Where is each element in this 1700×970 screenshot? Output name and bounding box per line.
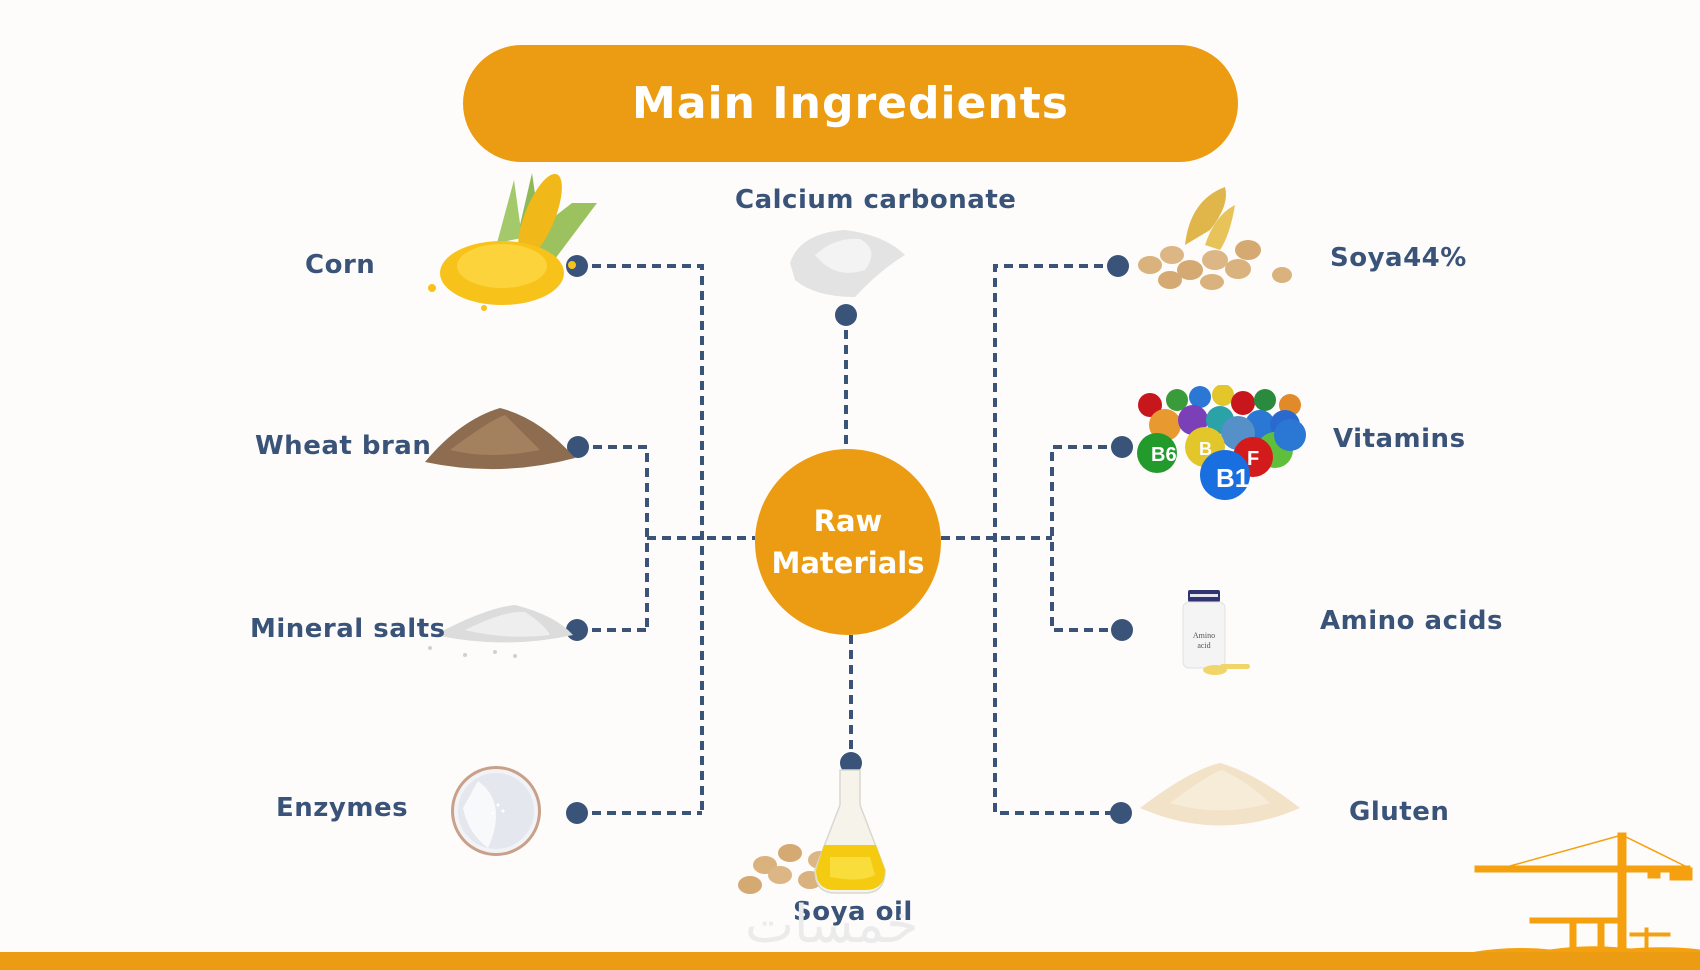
- center-line-1: Raw: [813, 504, 883, 538]
- crane-decoration: [1470, 832, 1700, 958]
- node-dot-wheat-bran: [567, 436, 589, 458]
- label-enzymes: Enzymes: [276, 793, 409, 823]
- enzymes-image: [451, 766, 541, 856]
- label-mineral-salts: Mineral salts: [250, 614, 446, 644]
- vitamin-letter-f: F: [1247, 448, 1259, 470]
- connector-wheat-bran: [578, 445, 649, 630]
- vitamin-letter-b: B: [1199, 439, 1212, 459]
- label-soya-oil: Soya oil: [793, 897, 913, 927]
- bottom-accent-bar: [0, 952, 1700, 970]
- label-gluten: Gluten: [1349, 797, 1450, 827]
- label-vitamins: Vitamins: [1333, 424, 1466, 454]
- node-dot-enzymes: [566, 802, 588, 824]
- corn-image: [428, 173, 597, 311]
- connector-corn: [577, 264, 704, 813]
- soya-oil-image: [738, 769, 886, 894]
- connector-soya44: [993, 264, 1121, 815]
- label-corn: Corn: [305, 250, 376, 280]
- node-dot-gluten: [1110, 802, 1132, 824]
- bottle-label-line1: Amino: [1193, 631, 1215, 640]
- connector-vitamins: [1050, 445, 1122, 632]
- soya44-image: [1138, 187, 1292, 290]
- label-calcium-carbonate: Calcium carbonate: [735, 185, 1017, 215]
- watermark-logo: خمسات: [745, 895, 919, 955]
- label-wheat-bran: Wheat bran: [255, 431, 432, 461]
- title-banner: Main Ingredients: [463, 45, 1238, 162]
- bottle-label-line2: acid: [1197, 641, 1210, 650]
- node-dot-corn: [566, 255, 588, 277]
- label-amino-acids: Amino acids: [1320, 606, 1504, 636]
- node-dot-calcium: [835, 304, 857, 326]
- center-hub: Raw Materials: [755, 449, 941, 635]
- vitamin-letter-b6: B6: [1151, 444, 1177, 466]
- amino-acids-image: Amino acid: [1182, 590, 1250, 675]
- node-dot-soya-oil: [840, 752, 862, 774]
- label-soya44: Soya44%: [1330, 243, 1467, 273]
- node-dot-mineral-salts: [566, 619, 588, 641]
- node-dot-soya44: [1107, 255, 1129, 277]
- page-title: Main Ingredients: [632, 78, 1069, 129]
- vitamin-letter-b1: B1: [1216, 463, 1249, 493]
- node-dot-vitamins: [1111, 436, 1133, 458]
- gluten-image: [1140, 763, 1300, 826]
- node-dot-amino-acids: [1111, 619, 1133, 641]
- wheat-bran-image: [425, 408, 575, 470]
- vitamins-image: B6 B B1 F: [1137, 385, 1306, 500]
- mineral-salts-image: [428, 605, 573, 658]
- calcium-carbonate-image: [790, 230, 905, 297]
- center-line-2: Materials: [771, 546, 925, 580]
